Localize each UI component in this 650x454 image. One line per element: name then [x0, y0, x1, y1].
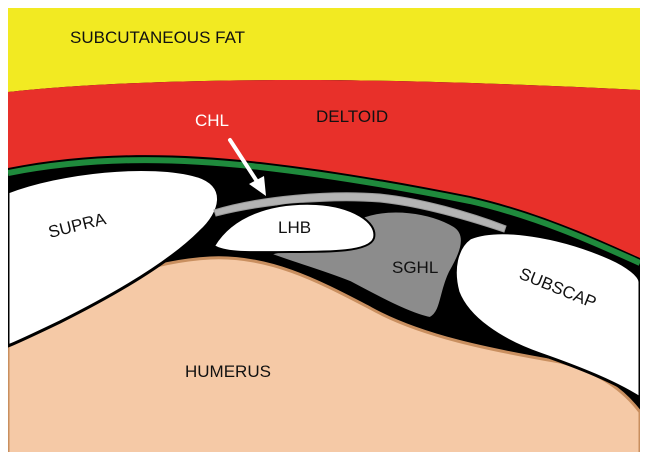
label-humerus: HUMERUS: [185, 362, 271, 381]
label-lhb: LHB: [278, 218, 311, 237]
label-sghl: SGHL: [392, 258, 438, 277]
label-subcutaneous-fat: SUBCUTANEOUS FAT: [70, 28, 245, 47]
label-deltoid: DELTOID: [316, 107, 388, 126]
subcutaneous-fat-layer: [8, 8, 640, 92]
label-chl: CHL: [195, 111, 229, 130]
